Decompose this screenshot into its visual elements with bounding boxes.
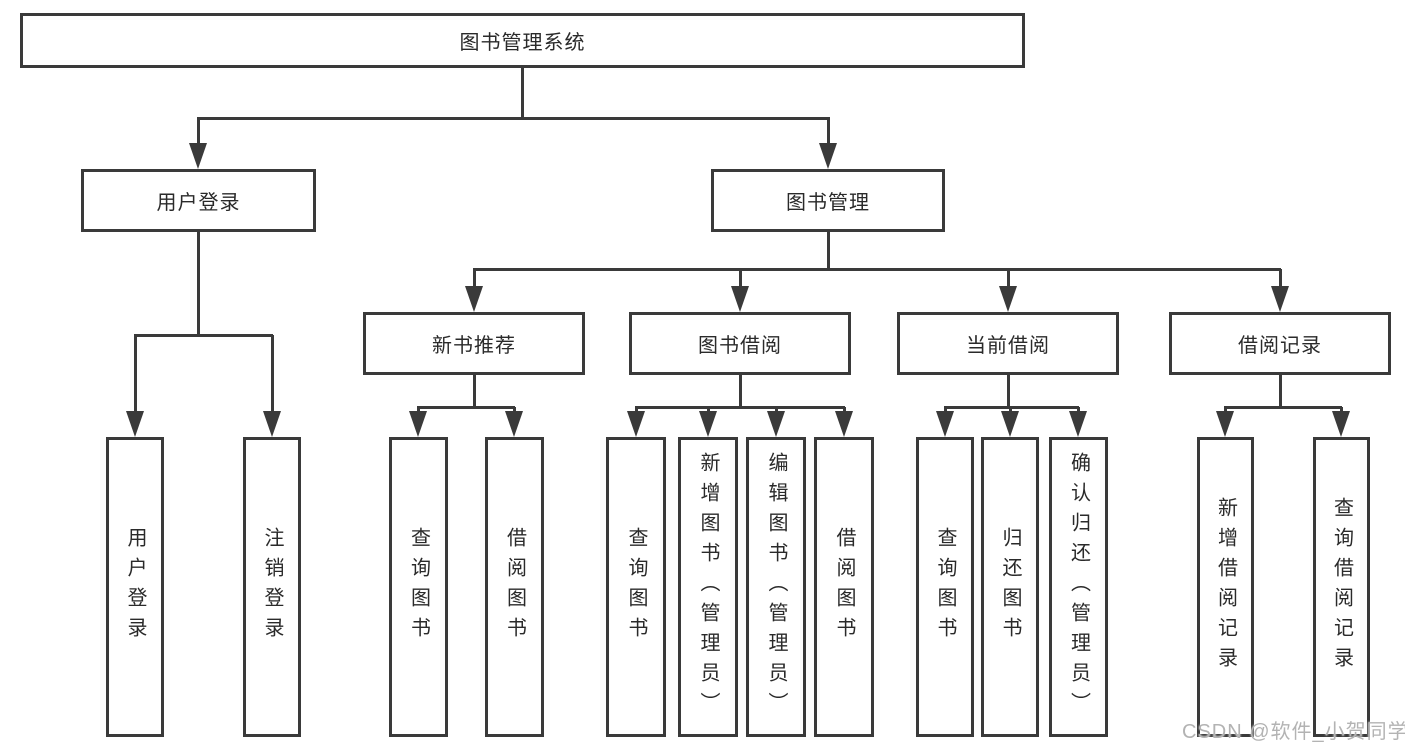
leaf-confirm-return-admin: 确认归还（管理员） [1049,437,1108,737]
leaf-label: 新增图书（管理员） [697,452,719,722]
arrow-down-icon [819,143,837,169]
arrow-down-icon [126,411,144,437]
node-current-borrowing: 当前借阅 [897,312,1119,375]
csdn-watermark: CSDN @软件_小贺同学 [1182,721,1405,743]
connector-line [197,117,830,120]
node-library-system: 图书管理系统 [20,13,1025,68]
arrow-down-icon [1271,286,1289,312]
node-label: 当前借阅 [966,335,1050,357]
connector-line [827,118,830,146]
connector-line [134,335,137,413]
connector-line [827,232,830,270]
node-label: 新书推荐 [432,335,516,357]
connector-line [1224,406,1342,409]
node-label: 用户登录 [156,192,241,214]
node-new-book-recommendation: 新书推荐 [363,312,585,375]
arrow-down-icon [731,286,749,312]
node-borrowing-records: 借阅记录 [1169,312,1391,375]
leaf-label: 确认归还（管理员） [1067,452,1090,722]
connector-line [473,375,476,408]
leaf-label: 查询图书 [934,527,956,647]
leaf-label: 借阅图书 [503,527,526,647]
connector-line [521,68,524,119]
arrow-down-icon [699,411,717,437]
connector-line [635,406,845,409]
leaf-label: 新增借阅记录 [1214,497,1237,677]
connector-line [473,268,1281,271]
leaf-edit-book-admin: 编辑图书（管理员） [746,437,806,737]
arrow-down-icon [1332,411,1350,437]
connector-line [1007,269,1010,288]
connector-line [1007,375,1010,408]
leaf-search-books: 查询图书 [389,437,448,737]
connector-line [473,269,476,288]
arrow-down-icon [409,411,427,437]
leaf-search-books: 查询图书 [916,437,974,737]
leaf-logout: 注销登录 [243,437,301,737]
arrow-down-icon [505,411,523,437]
node-label: 图书管理系统 [459,32,586,54]
leaf-label: 查询图书 [625,527,647,647]
connector-line [271,335,274,413]
leaf-label: 查询图书 [407,527,430,647]
arrow-down-icon [1001,411,1019,437]
connector-line [134,334,273,337]
leaf-user-login: 用户登录 [106,437,164,737]
leaf-label: 查询借阅记录 [1330,497,1353,677]
connector-line [197,118,200,146]
node-label: 图书管理 [786,192,870,214]
node-book-borrowing: 图书借阅 [629,312,851,375]
arrow-down-icon [936,411,954,437]
node-book-management: 图书管理 [711,169,945,232]
connector-line [1279,375,1282,408]
leaf-label: 编辑图书（管理员） [765,452,787,722]
leaf-search-books: 查询图书 [606,437,666,737]
arrow-down-icon [627,411,645,437]
node-label: 借阅记录 [1238,335,1322,357]
leaf-borrow-books: 借阅图书 [814,437,874,737]
arrow-down-icon [767,411,785,437]
leaf-borrow-books: 借阅图书 [485,437,544,737]
arrow-down-icon [465,286,483,312]
connector-line [739,269,742,288]
leaf-add-book-admin: 新增图书（管理员） [678,437,738,737]
connector-line [1279,269,1282,288]
leaf-label: 归还图书 [999,527,1021,647]
connector-line [417,406,515,409]
arrow-down-icon [189,143,207,169]
arrow-down-icon [263,411,281,437]
leaf-label: 借阅图书 [833,527,855,647]
connector-line [739,375,742,408]
node-user-login: 用户登录 [81,169,316,232]
leaf-add-borrow-record: 新增借阅记录 [1197,437,1254,737]
leaf-label: 注销登录 [261,527,283,647]
node-label: 图书借阅 [698,335,782,357]
arrow-down-icon [835,411,853,437]
arrow-down-icon [1069,411,1087,437]
connector-line [197,232,200,336]
leaf-return-book: 归还图书 [981,437,1039,737]
leaf-search-borrow-record: 查询借阅记录 [1313,437,1370,737]
arrow-down-icon [1216,411,1234,437]
leaf-label: 用户登录 [124,527,146,647]
arrow-down-icon [999,286,1017,312]
